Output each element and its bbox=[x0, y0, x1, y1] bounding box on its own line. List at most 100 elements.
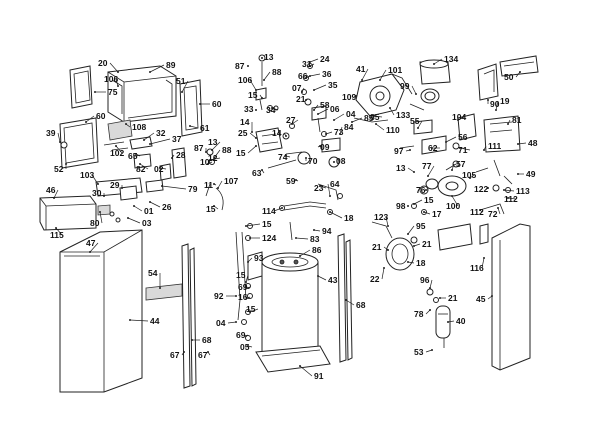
leader-dot bbox=[271, 107, 273, 109]
leader-line bbox=[333, 113, 345, 121]
part-callout-label: 99 bbox=[400, 81, 410, 91]
pump-cover bbox=[437, 223, 473, 251]
part-callout-label: 55 bbox=[410, 116, 420, 126]
part-callout-label: 01 bbox=[144, 206, 154, 216]
part-callout-label: 08 bbox=[336, 156, 346, 166]
leader-line bbox=[181, 80, 189, 93]
leader-line bbox=[351, 117, 363, 123]
leader-dot bbox=[255, 89, 257, 91]
leader-dot bbox=[117, 85, 119, 87]
leader-line bbox=[53, 189, 59, 199]
part-callout-label: 57 bbox=[456, 159, 466, 169]
part-callout-label: 19 bbox=[500, 96, 510, 106]
leader-line bbox=[457, 116, 465, 121]
part-callout-label: 07 bbox=[292, 83, 302, 93]
leader-line bbox=[161, 185, 187, 190]
part-callout-label: 27 bbox=[286, 115, 296, 125]
part-callout-label: 21 bbox=[422, 239, 432, 249]
leader-dot bbox=[55, 227, 57, 229]
leader-dot bbox=[413, 245, 415, 247]
leader-dot bbox=[313, 109, 315, 111]
part-callout-label: 101 bbox=[388, 65, 402, 75]
part-callout-label: 77 bbox=[422, 161, 432, 171]
sensor-wire bbox=[317, 183, 343, 201]
leader-line bbox=[249, 132, 257, 139]
leader-dot bbox=[249, 311, 251, 313]
leader-dot bbox=[245, 281, 247, 283]
leader-line bbox=[217, 180, 223, 189]
leader-dot bbox=[407, 261, 409, 263]
leader-dot bbox=[427, 175, 429, 177]
leader-dot bbox=[209, 159, 211, 161]
trim-strip-left bbox=[181, 243, 197, 389]
part-callout-label: 56 bbox=[458, 132, 468, 142]
leader-dot bbox=[103, 195, 105, 197]
part-callout-label: 02 bbox=[154, 164, 164, 174]
leader-dot bbox=[261, 169, 263, 171]
leader-dot bbox=[305, 77, 307, 79]
leader-line bbox=[99, 211, 103, 224]
leader-dot bbox=[207, 163, 209, 165]
leader-line bbox=[245, 274, 249, 283]
leader-dot bbox=[247, 345, 249, 347]
leader-dot bbox=[487, 99, 489, 101]
part-callout-label: 34 bbox=[266, 105, 276, 115]
leader-dot bbox=[413, 171, 415, 173]
leader-line bbox=[481, 257, 485, 269]
part-callout-label: 83 bbox=[310, 234, 320, 244]
leader-line bbox=[115, 145, 123, 154]
leader-dot bbox=[433, 63, 435, 65]
side-panel-left bbox=[69, 65, 93, 109]
leader-dot bbox=[305, 99, 307, 101]
leader-dot bbox=[247, 261, 249, 263]
leader-dot bbox=[507, 123, 509, 125]
part-callout-label: 44 bbox=[150, 316, 160, 326]
leader-line bbox=[447, 320, 455, 323]
leader-line bbox=[213, 149, 221, 159]
leader-line bbox=[109, 62, 119, 73]
part-callout-label: 75 bbox=[108, 87, 118, 97]
leader-dot bbox=[135, 153, 137, 155]
leader-dot bbox=[317, 113, 319, 115]
leader-line bbox=[327, 183, 331, 197]
leader-line bbox=[379, 69, 387, 81]
leader-dot bbox=[117, 71, 119, 73]
leader-dot bbox=[189, 125, 191, 127]
part-callout-label: 41 bbox=[356, 64, 366, 74]
part-callout-label: 64 bbox=[330, 179, 340, 189]
part-callout-label: 116 bbox=[470, 263, 484, 273]
leader-dot bbox=[149, 71, 151, 73]
part-callout-label: 88 bbox=[222, 145, 232, 155]
leader-dot bbox=[319, 145, 321, 147]
leader-dot bbox=[483, 257, 485, 259]
part-callout-label: 76 bbox=[416, 185, 426, 195]
side-panel-right bbox=[179, 79, 203, 137]
part-callout-label: 15 bbox=[236, 148, 246, 158]
leader-line bbox=[517, 142, 527, 145]
leader-dot bbox=[261, 57, 263, 59]
vent-bracket bbox=[477, 55, 539, 101]
leader-line bbox=[263, 71, 271, 81]
part-callout-label: 65 bbox=[128, 151, 138, 161]
leader-line bbox=[425, 349, 433, 353]
leader-line bbox=[309, 58, 319, 63]
leader-line bbox=[149, 138, 171, 145]
leader-line bbox=[423, 211, 431, 215]
part-callout-label: 46 bbox=[46, 185, 56, 195]
part-callout-label: 109 bbox=[342, 92, 356, 102]
part-callout-label: 78 bbox=[414, 309, 424, 319]
leader-dot bbox=[479, 209, 481, 211]
leader-dot bbox=[235, 295, 237, 297]
part-callout-label: 22 bbox=[370, 274, 380, 284]
part-callout-label: 134 bbox=[444, 54, 458, 64]
part-callout-label: 36 bbox=[322, 69, 332, 79]
leader-dot bbox=[255, 145, 257, 147]
leader-dot bbox=[375, 123, 377, 125]
leader-line bbox=[375, 123, 385, 131]
leader-dot bbox=[149, 201, 151, 203]
leader-line bbox=[57, 132, 61, 143]
part-callout-label: 23 bbox=[314, 183, 324, 193]
part-callout-label: 70 bbox=[308, 156, 318, 166]
leader-dot bbox=[235, 321, 237, 323]
